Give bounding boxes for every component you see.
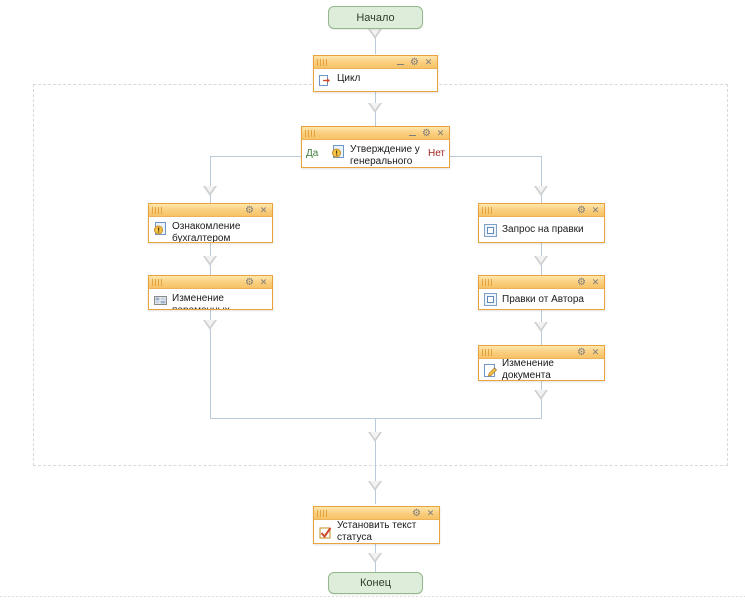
arrow-document-down	[534, 390, 548, 400]
node-set-status-text-body: Установить текст статуса	[314, 520, 439, 543]
node-accountant-review[interactable]: Ознакомление бухгалтером	[148, 203, 273, 243]
arrow-request-to-author	[534, 256, 548, 266]
arrow-cycle-to-approval	[368, 103, 382, 113]
node-cycle-body: Цикл	[314, 69, 437, 91]
gear-icon[interactable]	[576, 347, 587, 358]
connector-left-merge-horizontal	[210, 418, 376, 419]
node-cycle[interactable]: Цикл	[313, 55, 438, 92]
node-accountant-review-titlebar[interactable]	[149, 204, 272, 217]
arrow-merge-exit	[368, 432, 382, 442]
gear-icon[interactable]	[409, 57, 420, 68]
drag-grip-icon[interactable]	[305, 129, 316, 137]
gear-icon[interactable]	[244, 277, 255, 288]
connector-merge-to-exit	[375, 418, 376, 466]
node-edit-request[interactable]: Запрос на правки	[478, 203, 605, 243]
node-author-edits-label: Правки от Автора	[502, 293, 584, 305]
connector-variables-to-merge	[210, 310, 211, 419]
node-change-variables[interactable]: Изменение переменных	[148, 275, 273, 310]
arrow-loop-to-status	[368, 481, 382, 491]
drag-grip-icon[interactable]	[152, 278, 163, 286]
drag-grip-icon[interactable]	[482, 206, 493, 214]
node-change-variables-titlebar[interactable]	[149, 276, 272, 289]
gear-icon[interactable]	[244, 205, 255, 216]
branch-label-no: Нет	[427, 148, 445, 159]
terminator-start[interactable]: Начало	[328, 6, 423, 29]
gear-icon[interactable]	[421, 128, 432, 139]
arrow-approval-yes	[203, 186, 217, 196]
node-set-status-text-titlebar[interactable]	[314, 507, 439, 520]
node-document-change[interactable]: Изменение документа	[478, 345, 605, 381]
checkbox-icon	[318, 525, 333, 540]
node-edit-request-label: Запрос на правки	[502, 224, 584, 235]
node-set-status-text-label: Установить текст статуса	[337, 520, 417, 543]
node-change-variables-label: Изменение переменных	[172, 293, 230, 309]
approval-icon	[331, 144, 346, 159]
request-icon	[483, 292, 498, 307]
request-icon	[483, 223, 498, 238]
node-document-change-label: Изменение документа	[502, 358, 554, 381]
node-edit-request-body: Запрос на правки	[479, 217, 604, 242]
node-document-change-body: Изменение документа	[479, 358, 604, 381]
bottom-ruler	[0, 596, 745, 597]
terminator-end-label: Конец	[359, 577, 392, 589]
drag-grip-icon[interactable]	[482, 278, 493, 286]
connector-approval-yes-horizontal	[210, 156, 302, 157]
close-icon[interactable]	[590, 347, 601, 358]
connector-right-merge-horizontal	[375, 418, 542, 419]
node-edit-request-titlebar[interactable]	[479, 204, 604, 217]
node-approval-body: Утверждение у генерального директора	[302, 140, 449, 167]
drag-grip-icon[interactable]	[482, 348, 493, 356]
node-author-edits-titlebar[interactable]	[479, 276, 604, 289]
node-author-edits[interactable]: Правки от Автора	[478, 275, 605, 310]
gear-icon[interactable]	[411, 508, 422, 519]
minimize-icon[interactable]	[395, 57, 406, 68]
branch-label-yes: Да	[306, 148, 319, 159]
gear-icon[interactable]	[576, 205, 587, 216]
drag-grip-icon[interactable]	[317, 58, 328, 66]
close-icon[interactable]	[423, 57, 434, 68]
connector-approval-no-horizontal	[450, 156, 542, 157]
node-cycle-label: Цикл	[337, 73, 361, 84]
node-cycle-titlebar[interactable]	[314, 56, 437, 69]
arrow-variables-down	[203, 320, 217, 330]
close-icon[interactable]	[590, 277, 601, 288]
node-document-change-titlebar[interactable]	[479, 346, 604, 359]
close-icon[interactable]	[590, 205, 601, 216]
node-approval-label: Утверждение у генерального директора	[350, 144, 420, 167]
connector-start-to-cycle	[375, 29, 376, 54]
gear-icon[interactable]	[576, 277, 587, 288]
variables-icon	[153, 293, 168, 308]
arrow-author-to-document	[534, 322, 548, 332]
drag-grip-icon[interactable]	[152, 206, 163, 214]
arrow-status-to-end	[368, 553, 382, 563]
terminator-start-label: Начало	[356, 11, 395, 24]
node-approval[interactable]: Утверждение у генерального директора Да …	[301, 126, 450, 168]
connector-approval-yes-vertical	[210, 156, 211, 204]
connector-approval-no-vertical	[541, 156, 542, 204]
arrow-approval-no	[534, 186, 548, 196]
minimize-icon[interactable]	[407, 128, 418, 139]
loop-icon	[318, 73, 333, 88]
close-icon[interactable]	[258, 277, 269, 288]
close-icon[interactable]	[435, 128, 446, 139]
edit-document-icon	[483, 363, 498, 378]
drag-grip-icon[interactable]	[317, 509, 328, 517]
connector-document-to-merge	[541, 381, 542, 419]
terminator-end[interactable]: Конец	[328, 572, 423, 594]
close-icon[interactable]	[425, 508, 436, 519]
arrow-review-to-variables	[203, 256, 217, 266]
node-accountant-review-body: Ознакомление бухгалтером	[149, 217, 272, 242]
close-icon[interactable]	[258, 205, 269, 216]
node-approval-titlebar[interactable]	[302, 127, 449, 140]
node-accountant-review-label: Ознакомление бухгалтером	[172, 221, 241, 243]
node-author-edits-body: Правки от Автора	[479, 289, 604, 309]
arrow-start-to-cycle	[368, 29, 382, 39]
review-icon	[153, 221, 168, 236]
node-change-variables-body: Изменение переменных	[149, 289, 272, 309]
node-set-status-text[interactable]: Установить текст статуса	[313, 506, 440, 544]
